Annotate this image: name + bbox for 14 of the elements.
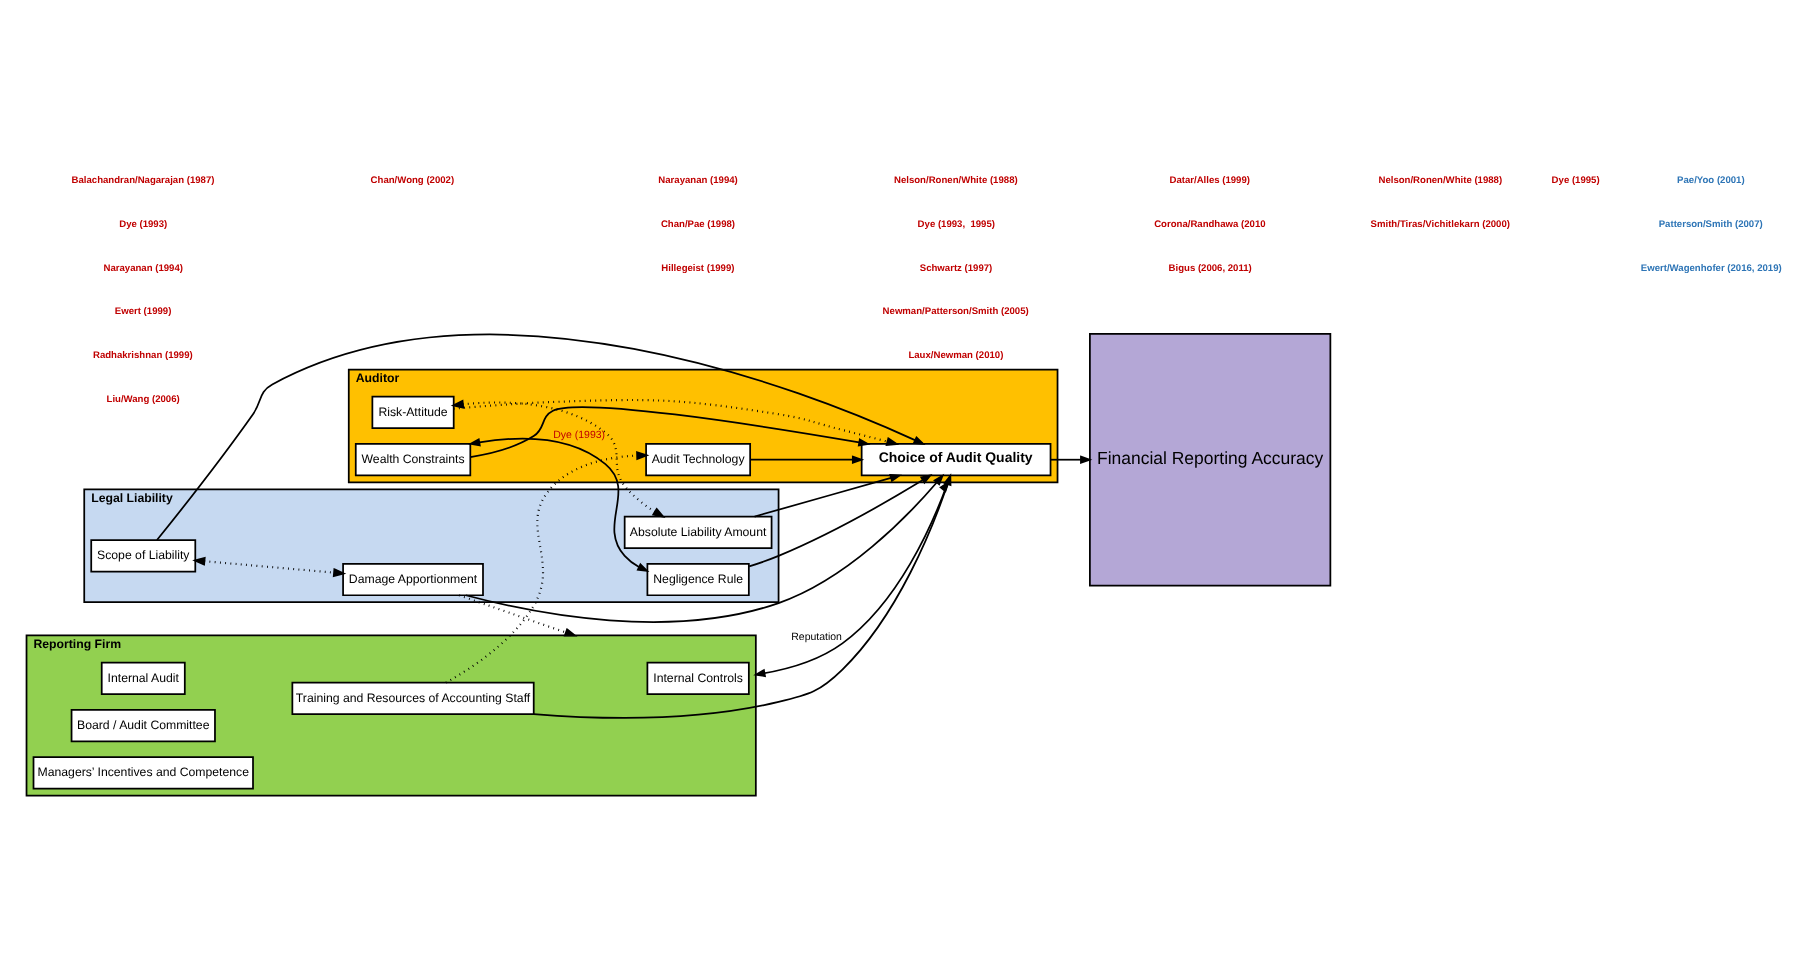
arrow: [458, 593, 578, 636]
arrow: [445, 449, 650, 683]
arrow: [1049, 454, 1093, 463]
arrow: [453, 397, 900, 445]
arrow: [450, 398, 666, 518]
arrow: [753, 472, 903, 517]
arrow: [464, 472, 945, 622]
arrow: [468, 436, 650, 571]
node-box: Financial Reporting Accuracy: [1089, 331, 1332, 586]
arrow: [192, 555, 347, 577]
arrow: [749, 454, 865, 463]
arrow: [469, 405, 871, 457]
arrow: [748, 473, 933, 567]
arrow: [156, 333, 926, 540]
